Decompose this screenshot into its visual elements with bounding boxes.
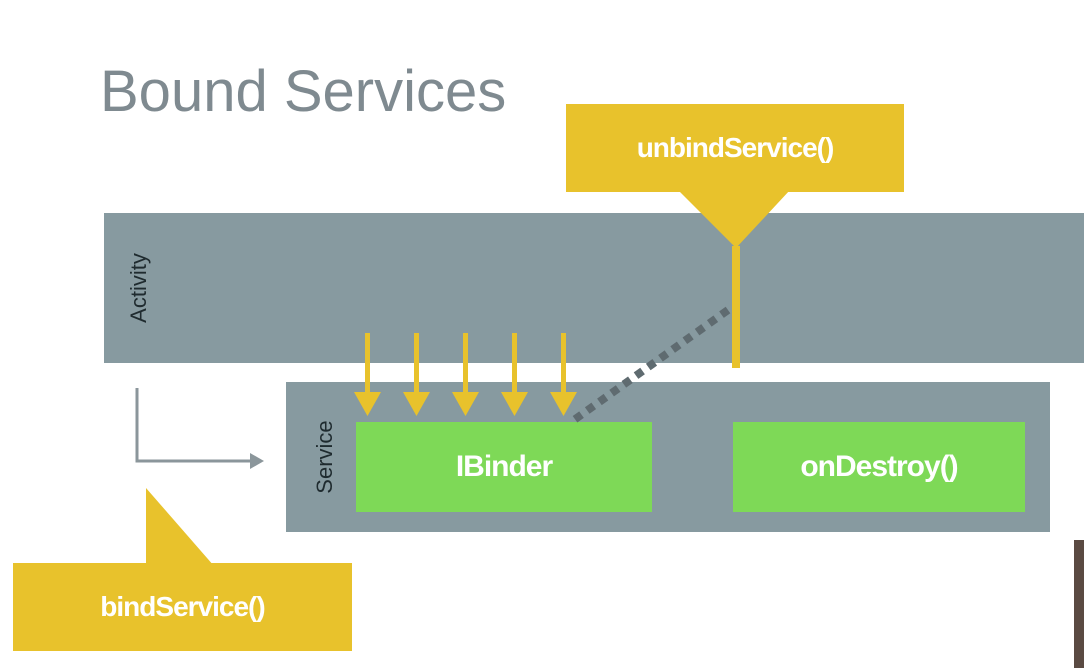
bind-service-callout: bindService() (13, 563, 352, 651)
ondestroy-box: onDestroy() (733, 422, 1025, 512)
bind-connector-arrowhead (250, 453, 264, 469)
bind-connector-arrow (135, 388, 252, 463)
ibinder-box: IBinder (356, 422, 652, 512)
slide-title: Bound Services (100, 59, 507, 124)
presenter-edge (1074, 540, 1084, 668)
activity-label: Activity (126, 253, 151, 323)
service-label: Service (312, 420, 337, 494)
unbind-service-callout: unbindService() (566, 104, 904, 192)
bind-callout-pointer (146, 488, 214, 566)
activity-band (104, 213, 1084, 363)
